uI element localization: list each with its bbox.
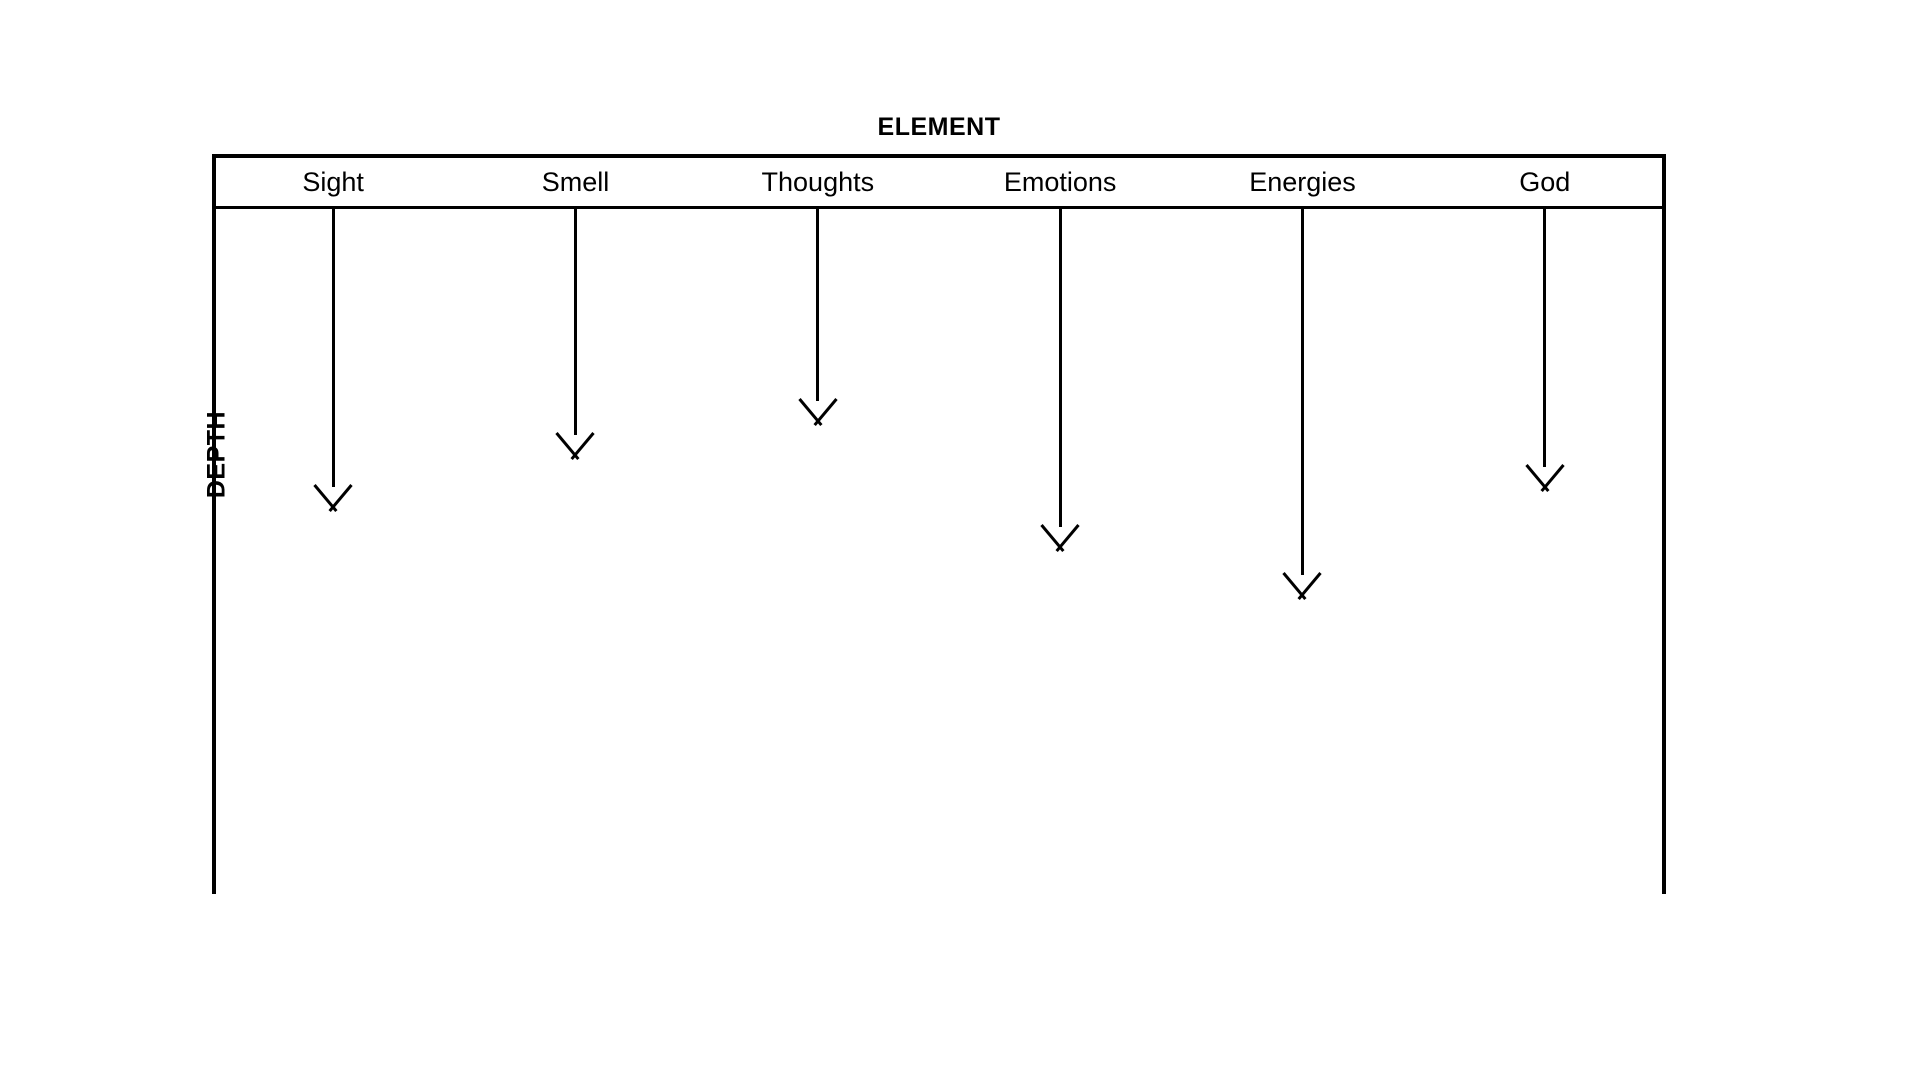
element-header-row: Sight Smell Thoughts Emotions Energies G… xyxy=(212,158,1666,206)
header-cell-smell: Smell xyxy=(541,167,610,197)
arrow-head-icon xyxy=(552,432,598,463)
arrow-head-icon xyxy=(1279,572,1325,603)
frame-left-border xyxy=(212,154,216,894)
chevron-right-stroke xyxy=(570,432,596,461)
header-cell-god: God xyxy=(1519,167,1571,197)
arrow-shaft-icon xyxy=(573,209,577,435)
arrow-shaft-icon xyxy=(1543,209,1547,467)
arrow-column-emotions xyxy=(939,209,1181,894)
arrow-column-energies xyxy=(1181,209,1423,894)
header-cell-sight: Sight xyxy=(302,167,364,197)
header-cell-energies: Energies xyxy=(1249,167,1356,197)
arrow-head-icon xyxy=(795,398,841,429)
chart-title: ELEMENT xyxy=(877,113,1001,141)
chevron-left-stroke xyxy=(1282,572,1307,601)
depth-plot-area xyxy=(212,209,1666,894)
header-bottom-rule xyxy=(212,206,1666,209)
arrow-shaft-icon xyxy=(1058,209,1062,527)
frame-right-border xyxy=(1662,154,1666,894)
arrow-column-sight xyxy=(212,209,454,894)
chevron-right-stroke xyxy=(1540,464,1565,493)
arrow-head-icon xyxy=(1522,464,1568,495)
chevron-right-stroke xyxy=(813,398,838,427)
header-cell-thoughts: Thoughts xyxy=(761,167,875,197)
arrow-column-smell xyxy=(454,209,696,894)
header-cell-emotions: Emotions xyxy=(1003,167,1117,197)
diagram-frame: Sight Smell Thoughts Emotions Energies G… xyxy=(212,154,1666,894)
arrow-column-thoughts xyxy=(697,209,939,894)
chevron-left-stroke xyxy=(555,432,580,461)
arrow-head-icon xyxy=(1037,524,1083,555)
frame-top-border xyxy=(212,154,1666,158)
arrow-head-icon xyxy=(310,484,356,515)
chevron-right-stroke xyxy=(1297,572,1323,601)
arrow-column-god xyxy=(1424,209,1666,894)
arrow-shaft-icon xyxy=(1300,209,1304,575)
chevron-right-stroke xyxy=(1055,524,1080,553)
arrow-shaft-icon xyxy=(331,209,335,487)
arrow-shaft-icon xyxy=(816,209,820,401)
chevron-right-stroke xyxy=(328,484,353,513)
